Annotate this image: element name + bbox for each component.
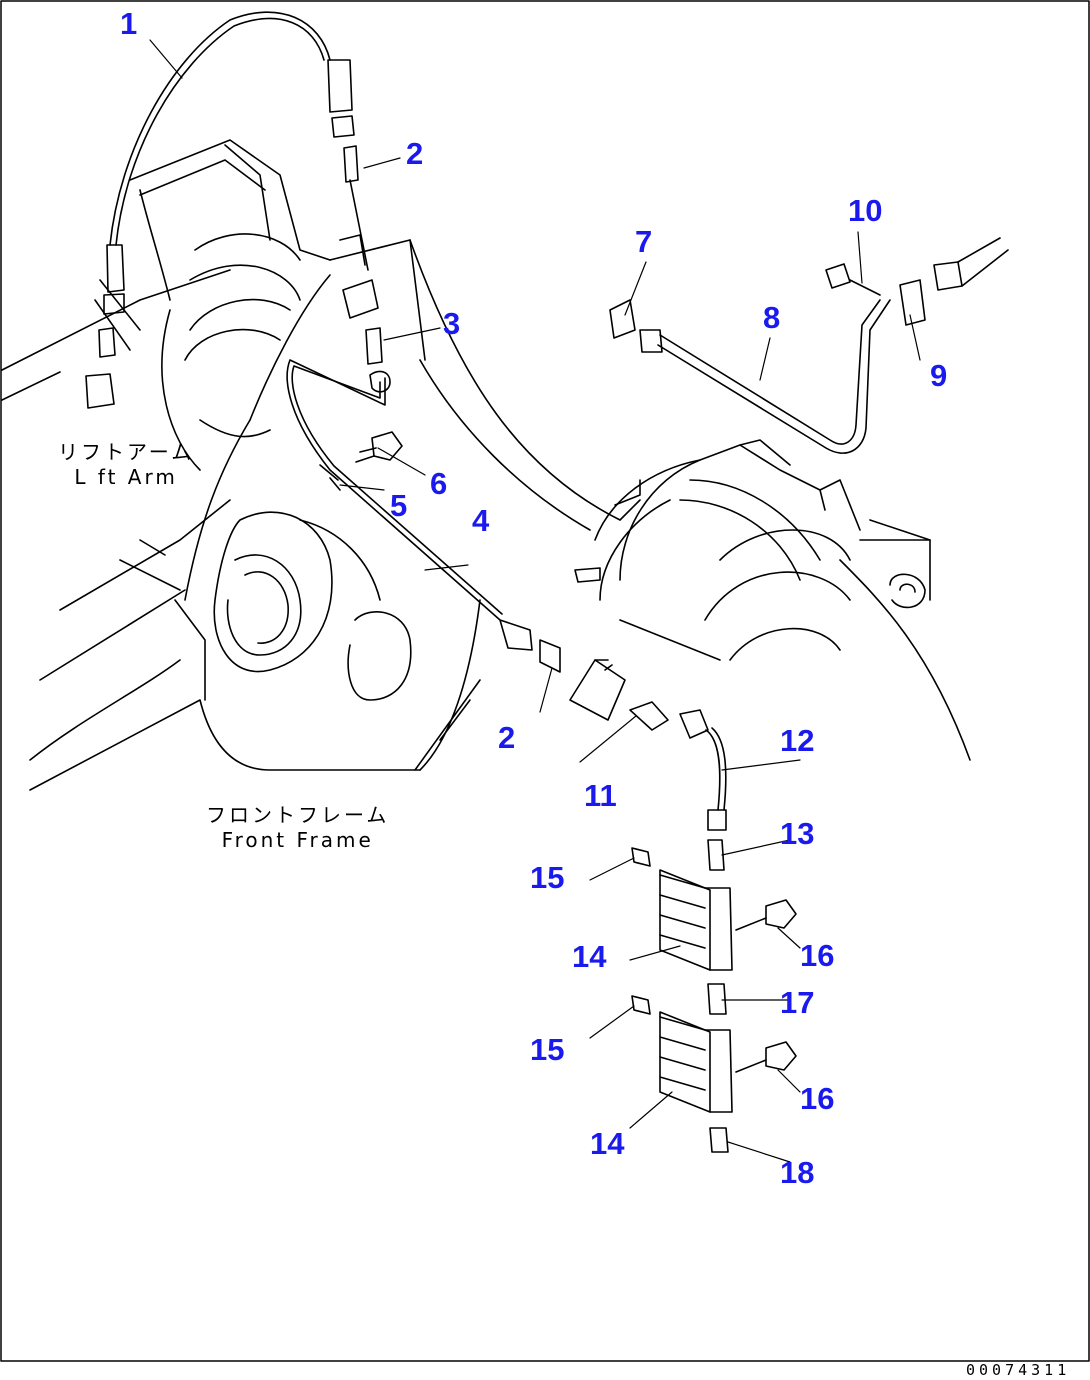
drawing-code: 00074311 [966,1361,1071,1379]
callout-14-lower: 14 [590,1126,625,1161]
lift-arm-label-en: L ft Arm [74,465,178,489]
fittings-upper [342,145,391,393]
divider-block-upper [631,847,797,971]
callout-4: 4 [472,503,490,538]
lift-arm-label-jp: リフトアーム [58,440,195,464]
callout-2-upper: 2 [406,136,424,171]
callout-6: 6 [430,466,448,501]
clamp-bolt [319,431,403,491]
front-frame-label-en: Front Frame [221,828,374,852]
tube-8 [609,237,1009,454]
divider-block-lower [631,995,797,1113]
callout-9: 9 [930,358,948,393]
callout-16-upper: 16 [800,938,835,973]
rear-frame [574,439,971,761]
junction-block [569,659,626,721]
callout-10: 10 [848,193,883,228]
callout-16-lower: 16 [800,1081,835,1116]
lift-arm [1,139,331,471]
callout-13: 13 [780,816,815,851]
callout-11: 11 [584,778,617,813]
callout-1: 1 [120,6,138,41]
front-frame-label-jp: フロントフレーム [206,803,390,827]
callout-17: 17 [780,985,815,1020]
hose-1 [85,11,355,409]
callout-7: 7 [635,224,653,259]
leader-lines [149,39,921,1163]
callout-3: 3 [443,306,461,341]
callout-15-lower: 15 [530,1032,565,1067]
callout-12: 12 [780,723,815,758]
callout-8: 8 [763,300,781,335]
fittings-lower [707,839,729,1153]
lift-arm-label: リフトアーム L ft Arm [58,440,194,490]
callout-15-upper: 15 [530,860,565,895]
front-frame-label: フロントフレーム Front Frame [206,803,389,853]
tube-4 [286,359,561,673]
callout-14-upper: 14 [572,939,607,974]
callout-18: 18 [780,1155,815,1190]
callout-2-lower: 2 [498,720,516,755]
front-frame [29,234,641,791]
hose-12 [629,701,727,831]
callout-5: 5 [390,488,408,523]
